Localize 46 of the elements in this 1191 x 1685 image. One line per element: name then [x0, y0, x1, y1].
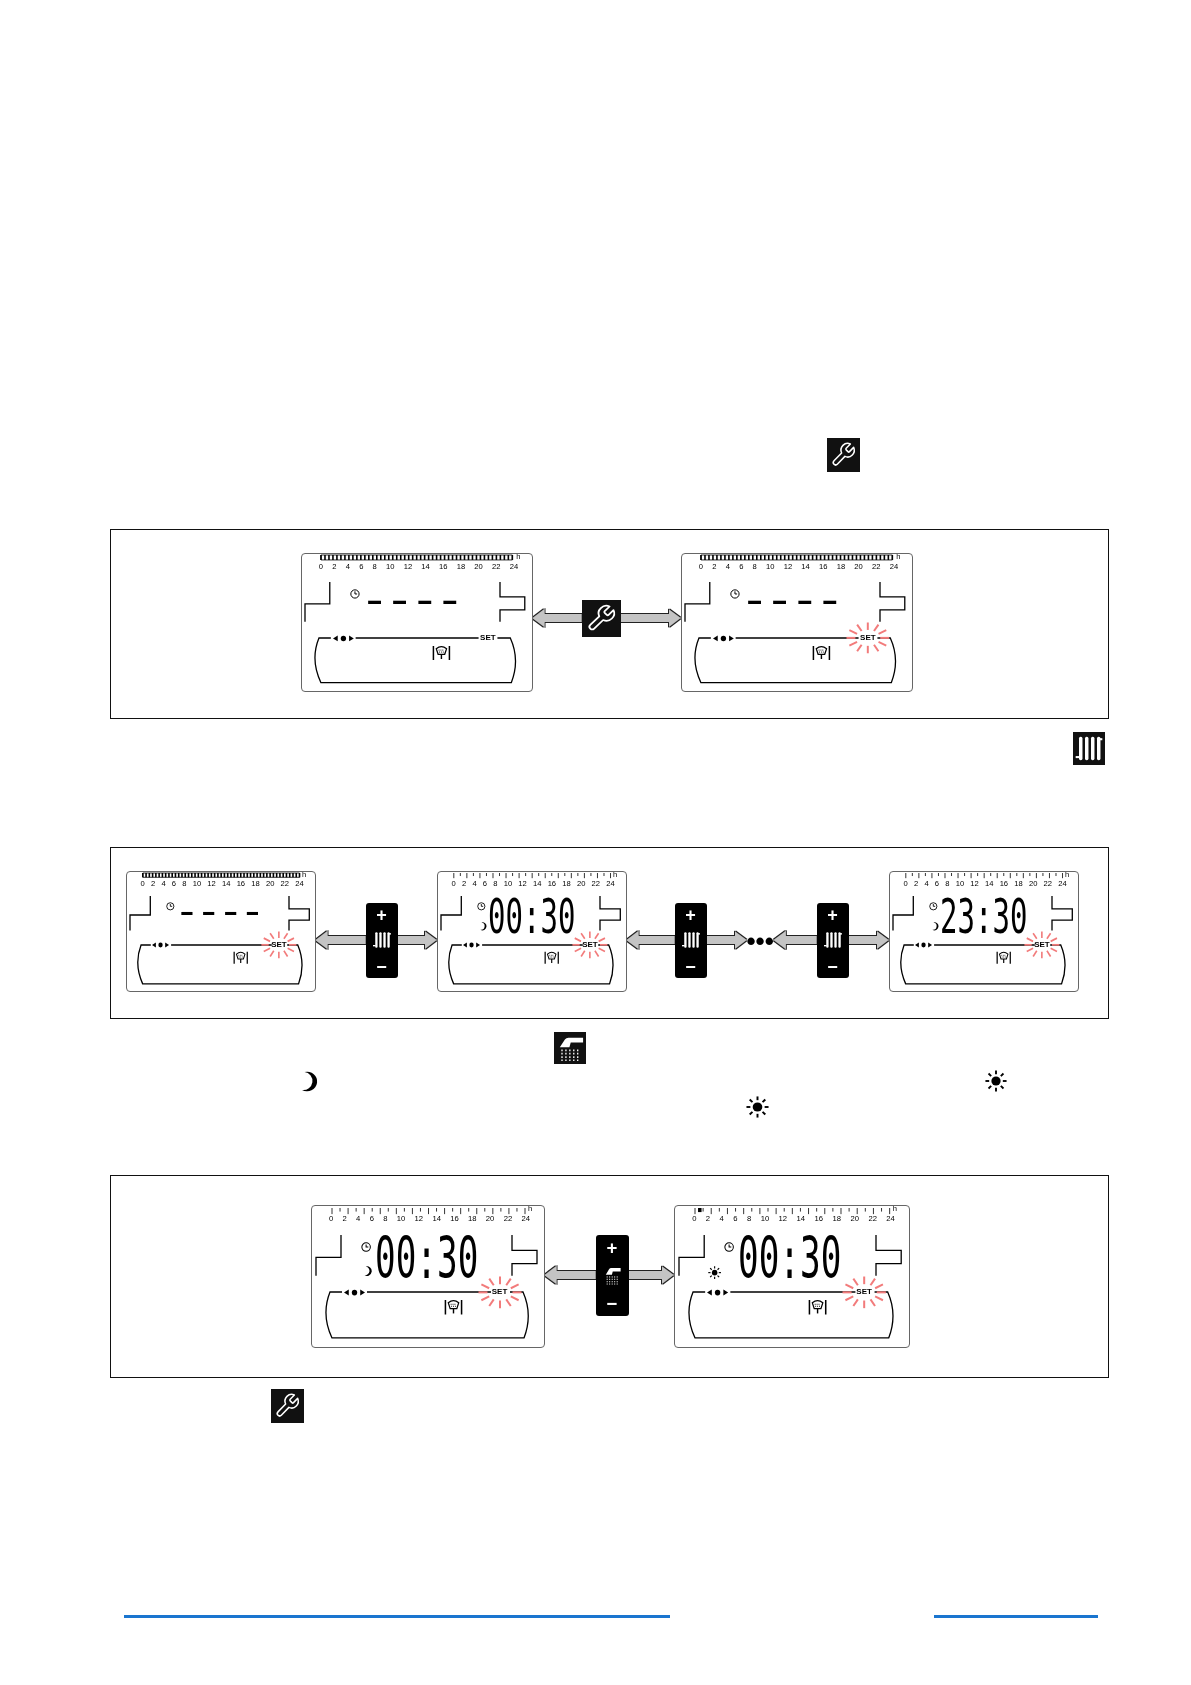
lcd-screen — [680, 552, 913, 692]
plus-sign: + — [827, 906, 838, 925]
figure-frame — [110, 847, 1109, 1019]
plus-sign: + — [606, 1239, 618, 1258]
plus-minus-key — [365, 902, 398, 978]
set-label: SET — [856, 1288, 872, 1297]
time-readout: 23:30 — [940, 891, 1028, 941]
block-arrow — [544, 1266, 596, 1284]
lcd-screen — [673, 1204, 910, 1348]
set-label: SET — [271, 940, 287, 949]
time-readout: 00:30 — [738, 1229, 842, 1287]
time-readout: 00:30 — [374, 1229, 478, 1287]
minus-sign: − — [685, 958, 696, 976]
dash-readout: ---- — [361, 590, 463, 614]
dash-readout: ---- — [741, 590, 843, 614]
lcd-screen — [125, 870, 316, 992]
plus-minus-key — [816, 902, 849, 978]
lcd-screen — [888, 870, 1079, 992]
block-arrow — [626, 931, 675, 949]
lcd-screen — [436, 870, 627, 992]
block-arrow — [628, 1266, 674, 1284]
set-label: SET — [1034, 940, 1050, 949]
set-label: SET — [480, 633, 496, 642]
ellipsis-dots: ••• — [746, 927, 774, 954]
plus-minus-key — [674, 902, 707, 978]
block-arrow — [315, 931, 366, 949]
set-label: SET — [491, 1288, 508, 1297]
figure-frame — [110, 529, 1109, 719]
plus-sign: + — [376, 906, 387, 925]
block-arrow — [848, 931, 889, 949]
set-label: SET — [860, 633, 876, 642]
set-label: SET — [582, 940, 598, 949]
block-arrow — [532, 609, 582, 627]
figure-frame — [110, 1175, 1109, 1378]
wrench-icon — [581, 599, 621, 637]
lcd-screen — [310, 1204, 545, 1348]
time-readout: 00:30 — [488, 891, 576, 941]
minus-sign: − — [606, 1294, 618, 1314]
plus-sign: + — [685, 906, 696, 925]
block-arrow — [620, 609, 681, 627]
minus-sign: − — [827, 958, 838, 976]
block-arrow — [397, 931, 437, 949]
dash-readout: ---- — [175, 903, 264, 924]
minus-sign: − — [376, 958, 387, 976]
lcd-screen — [300, 552, 533, 692]
plus-minus-key — [595, 1234, 629, 1316]
